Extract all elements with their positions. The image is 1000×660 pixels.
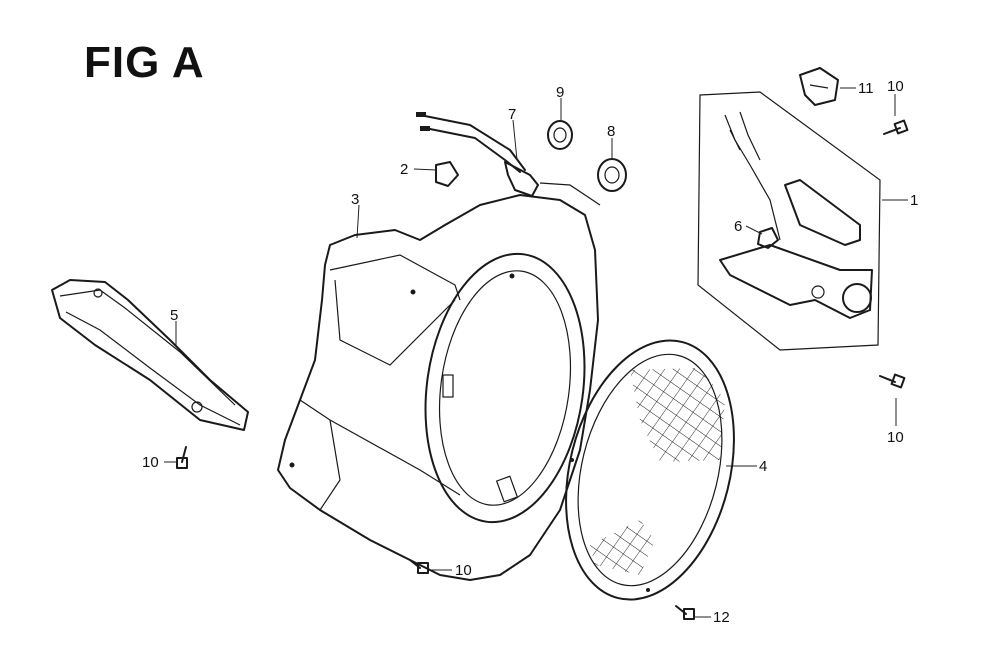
part-9-grommet [547,120,573,150]
callout-9: 9 [556,84,564,101]
bolt-10-top [883,119,909,135]
callout-10-bottom: 10 [455,562,472,579]
callout-3: 3 [351,191,359,208]
callout-4: 4 [759,458,767,475]
part-7-wire-harness [416,112,601,206]
callout-10-top: 10 [887,78,904,95]
callout-12: 12 [713,609,730,626]
callout-8: 8 [607,123,615,140]
part-8-switch [597,158,627,192]
part-5-deflector [51,279,249,431]
part-4-screen [565,339,735,601]
part-6-clip [757,227,779,249]
callout-5: 5 [170,307,178,324]
bolt-10-right [879,373,906,389]
callout-2: 2 [400,161,408,178]
callout-1: 1 [910,192,918,209]
callout-10-left: 10 [142,454,159,471]
part-2-clip [435,161,459,187]
callout-10-right: 10 [887,429,904,446]
callout-11: 11 [858,80,874,97]
part-11-clamp [799,67,839,106]
screw-12 [675,605,695,620]
leader-lines [164,87,908,618]
part-1-control-assembly [697,91,881,351]
figure-title: FIG A [84,38,205,87]
part-3-blower-housing [277,194,599,581]
bolt-10-left [176,446,188,469]
callout-6: 6 [734,218,742,235]
callout-7: 7 [508,106,516,123]
bolt-10-bottom [409,559,429,574]
